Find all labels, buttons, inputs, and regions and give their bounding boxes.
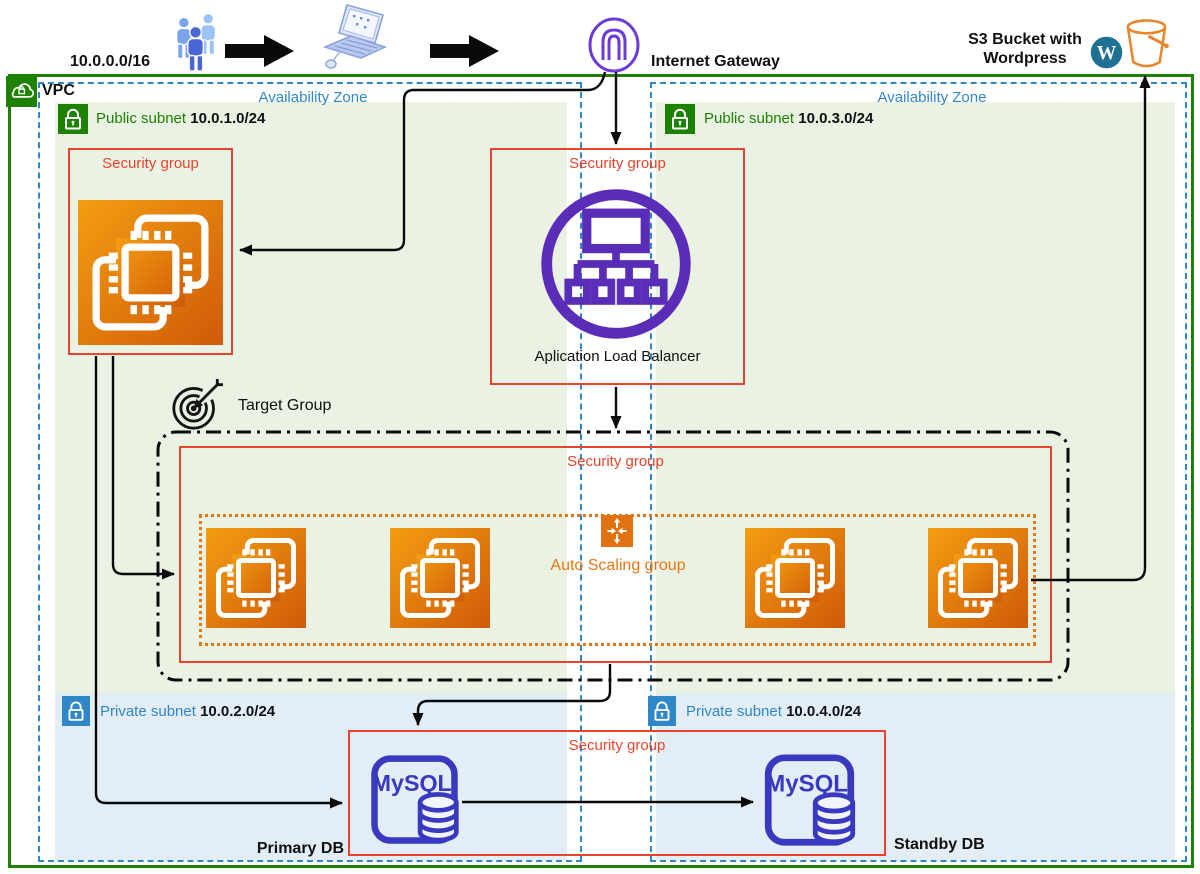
s3-bucket-label: S3 Bucket with Wordpress bbox=[956, 30, 1094, 68]
public-subnet-lock-icon bbox=[58, 104, 88, 134]
vpc-cloud-icon bbox=[6, 76, 37, 107]
bastion-security-group: Security group bbox=[68, 148, 233, 355]
private-subnet-2-cidr: 10.0.4.0/24 bbox=[786, 703, 862, 720]
ec2-instance-icon bbox=[390, 528, 490, 628]
private-subnet-2-area bbox=[656, 693, 1175, 860]
target-group-icon bbox=[170, 379, 223, 432]
internet-gateway-icon bbox=[588, 17, 640, 73]
mysql-engine-label: MySQL bbox=[372, 770, 452, 796]
s3-bucket-icon bbox=[1123, 18, 1170, 71]
users-icon bbox=[173, 11, 220, 73]
private-subnet-lock-icon bbox=[62, 696, 90, 726]
s3-bucket-label-line2: Wordpress bbox=[983, 50, 1067, 67]
application-load-balancer-icon bbox=[539, 187, 693, 341]
availability-zone-2-label: Availability Zone bbox=[877, 89, 987, 106]
internet-gateway-label: Internet Gateway bbox=[651, 53, 780, 70]
ec2-instance-icon bbox=[78, 200, 223, 345]
vpc-label: VPC bbox=[42, 82, 75, 99]
public-subnet-1-label: Public subnet 10.0.1.0/24 bbox=[96, 110, 265, 128]
flow-arrow bbox=[430, 35, 499, 67]
private-subnet-1-name: Private subnet bbox=[100, 703, 196, 720]
mysql-database-icon: MySQL bbox=[760, 753, 859, 849]
public-subnet-2-cidr: 10.0.3.0/24 bbox=[798, 110, 874, 127]
alb-label: Aplication Load Balancer bbox=[534, 348, 701, 365]
public-subnet-2-label: Public subnet 10.0.3.0/24 bbox=[704, 110, 873, 128]
ec2-instance-icon bbox=[745, 528, 845, 628]
ec2-instance-icon bbox=[928, 528, 1028, 628]
mysql-database-icon: MySQL bbox=[368, 752, 461, 849]
public-subnet-2-name: Public subnet bbox=[704, 110, 795, 127]
public-subnet-lock-icon bbox=[665, 104, 695, 134]
private-subnet-2-name: Private subnet bbox=[686, 703, 782, 720]
private-subnet-lock-icon bbox=[648, 696, 676, 726]
app-security-group-label: Security group bbox=[567, 453, 664, 470]
db-security-group-label: Security group bbox=[568, 737, 666, 754]
public-subnet-1-cidr: 10.0.1.0/24 bbox=[190, 110, 266, 127]
laptop-icon bbox=[323, 3, 389, 73]
db-security-group: Security group bbox=[348, 730, 886, 856]
auto-scaling-group-label: Auto Scaling group bbox=[550, 557, 686, 574]
private-subnet-1-label: Private subnet 10.0.2.0/24 bbox=[100, 703, 275, 721]
bastion-security-group-label: Security group bbox=[102, 155, 199, 172]
private-subnet-2-label: Private subnet 10.0.4.0/24 bbox=[686, 703, 861, 721]
private-subnet-1-cidr: 10.0.2.0/24 bbox=[200, 703, 276, 720]
primary-db-label: Primary DB bbox=[256, 840, 344, 857]
wordpress-icon: W bbox=[1090, 36, 1123, 69]
alb-security-group-label: Security group bbox=[569, 155, 666, 172]
target-group-label: Target Group bbox=[238, 397, 332, 414]
standby-db-label: Standby DB bbox=[894, 836, 985, 853]
s3-bucket-label-line1: S3 Bucket with bbox=[968, 31, 1082, 48]
public-subnet-1-name: Public subnet bbox=[96, 110, 187, 127]
availability-zone-1-label: Availability Zone bbox=[258, 89, 368, 106]
ec2-instance-icon bbox=[206, 528, 306, 628]
vpc-cidr-label: 10.0.0.0/16 bbox=[70, 53, 151, 70]
svg-text:W: W bbox=[1097, 43, 1117, 64]
auto-scaling-icon bbox=[601, 515, 633, 547]
flow-arrow bbox=[225, 35, 294, 67]
